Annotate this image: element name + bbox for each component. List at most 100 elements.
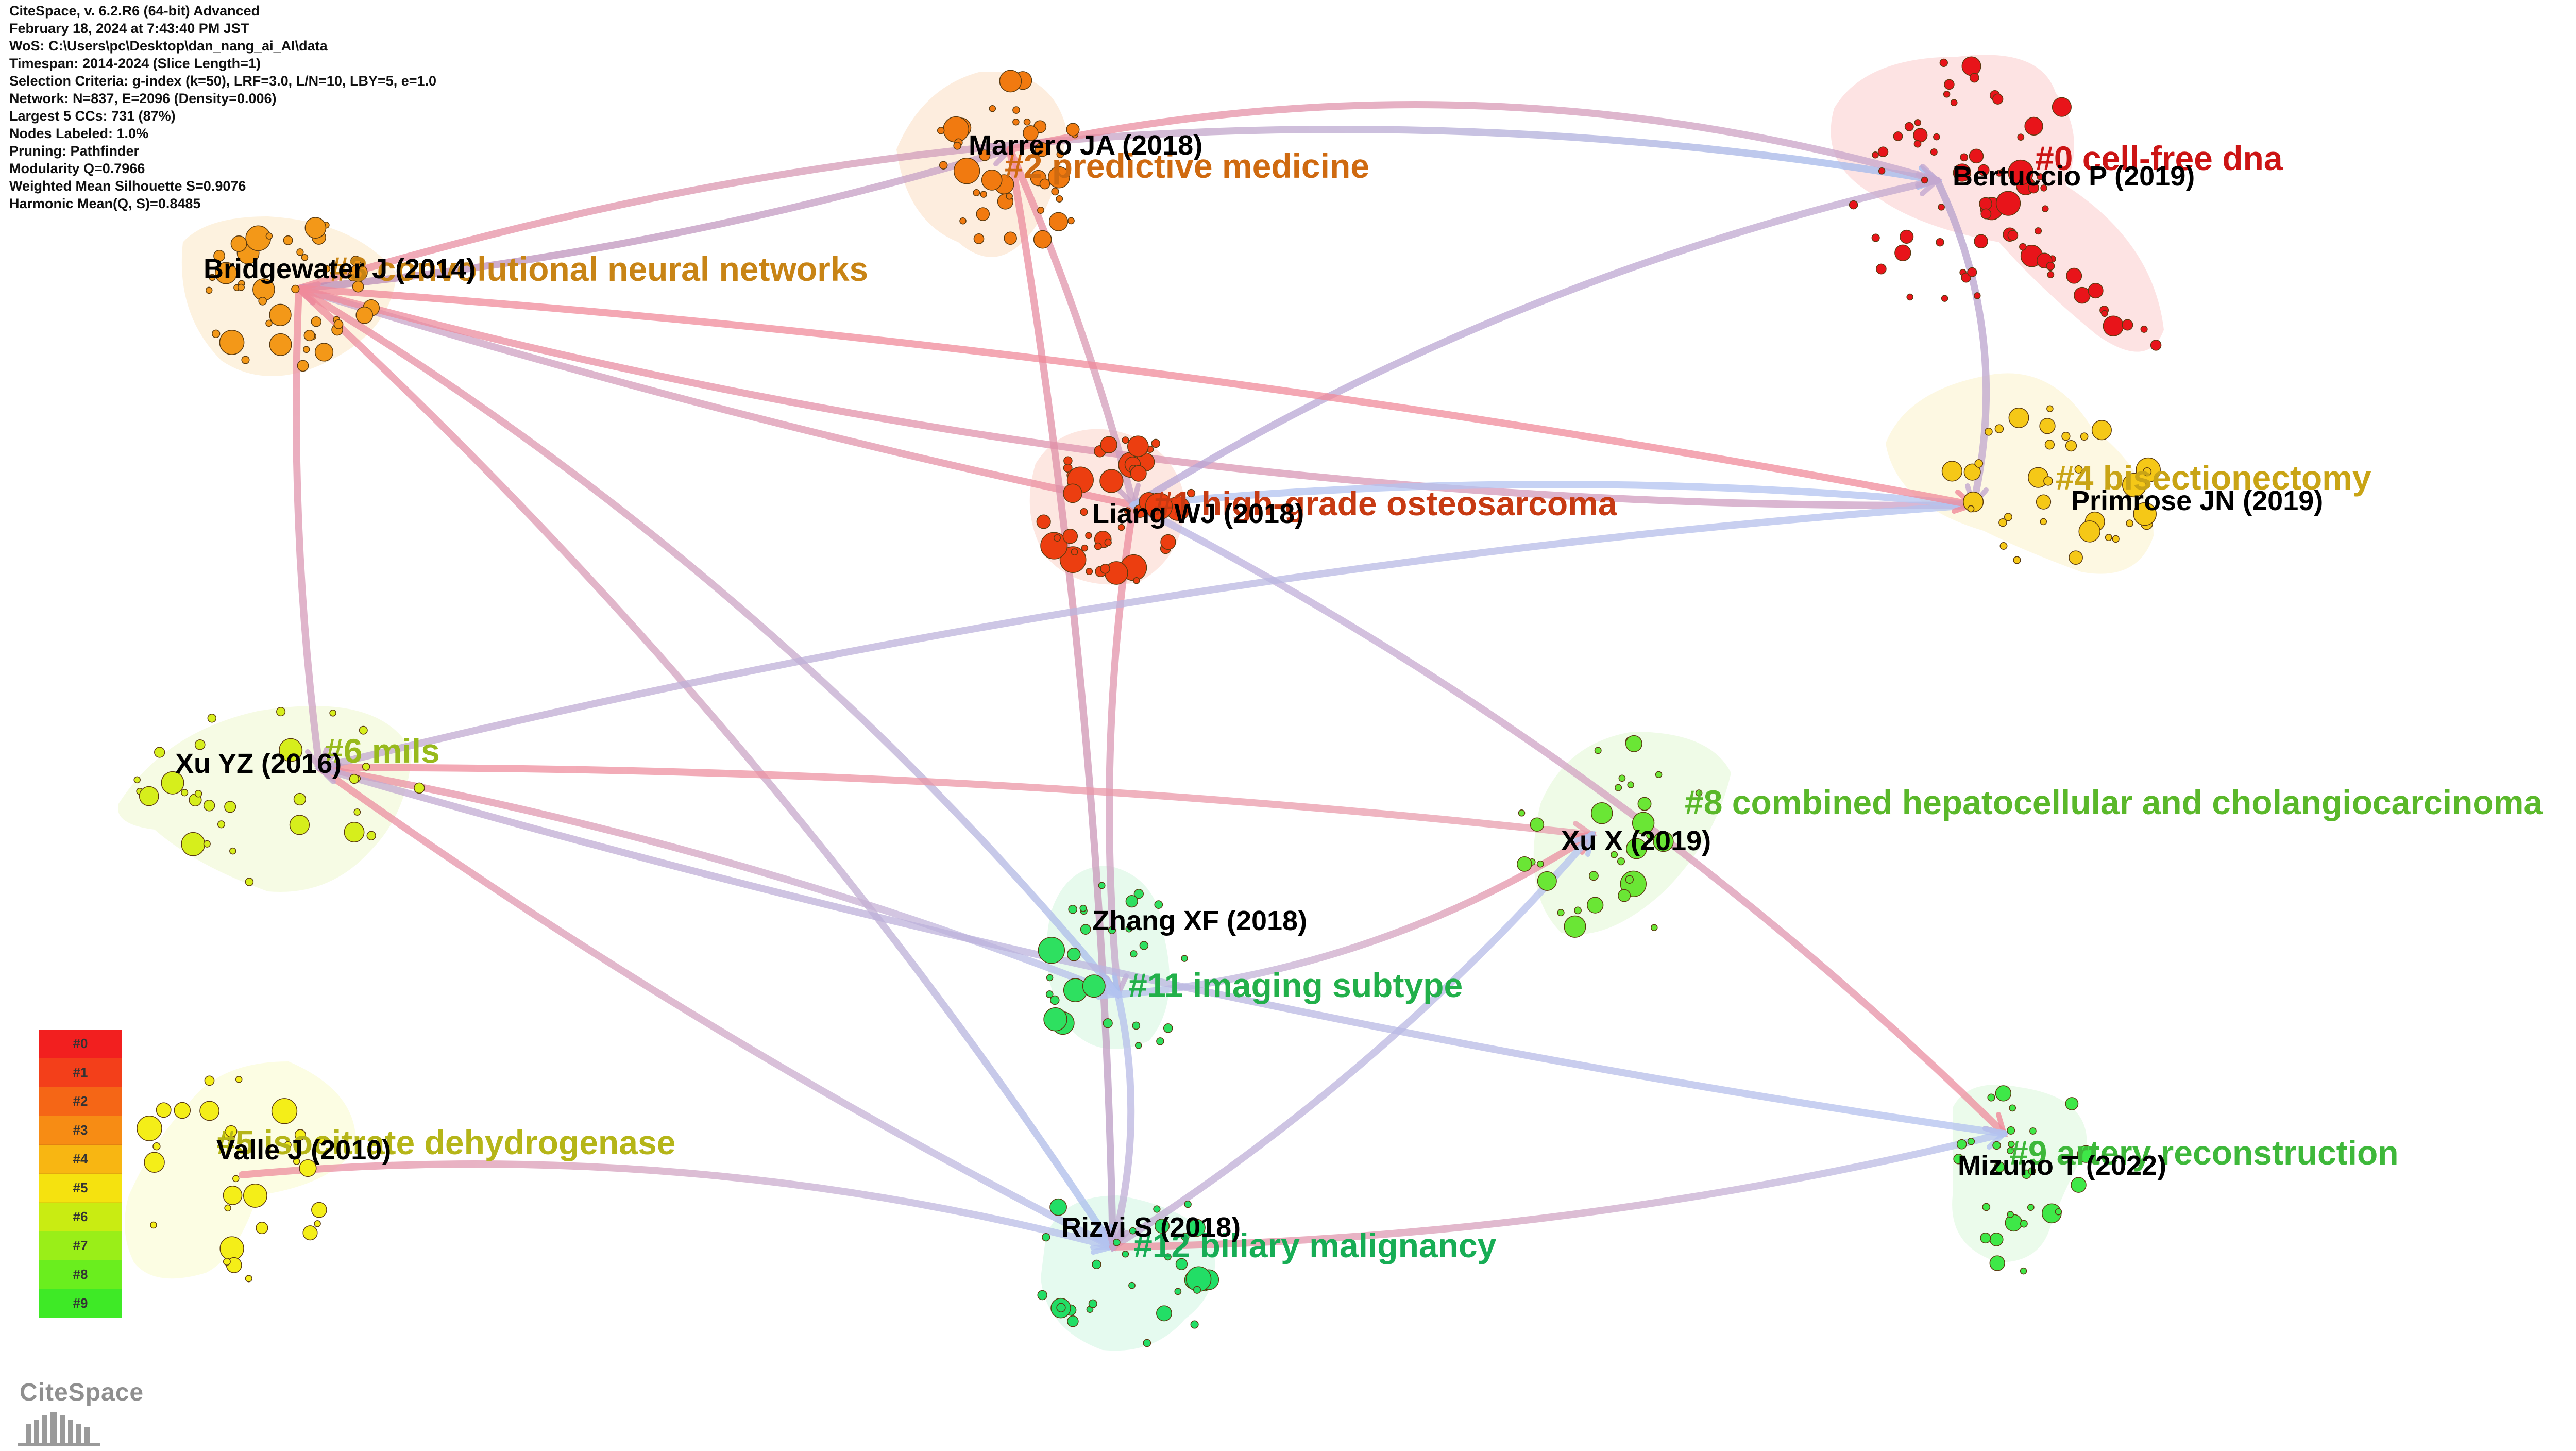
reference-node[interactable] xyxy=(1048,166,1070,189)
reference-node[interactable] xyxy=(1950,99,1958,107)
reference-node[interactable] xyxy=(1125,895,1138,908)
reference-node[interactable] xyxy=(362,763,370,771)
reference-node[interactable] xyxy=(1943,91,1951,98)
reference-node[interactable] xyxy=(232,1175,240,1183)
reference-node[interactable] xyxy=(1151,438,1160,448)
reference-node[interactable] xyxy=(229,847,236,855)
reference-node[interactable] xyxy=(329,710,336,717)
reference-node[interactable] xyxy=(1989,1255,2005,1271)
reference-node[interactable] xyxy=(1871,233,1880,242)
reference-node[interactable] xyxy=(2061,432,2071,441)
reference-author-label[interactable]: Primrose JN (2019) xyxy=(2071,485,2323,516)
reference-node[interactable] xyxy=(2019,243,2027,251)
reference-node[interactable] xyxy=(1941,461,1963,482)
reference-node[interactable] xyxy=(174,1102,191,1119)
reference-node[interactable] xyxy=(1068,904,1078,914)
reference-node[interactable] xyxy=(213,250,226,262)
reference-node[interactable] xyxy=(203,800,215,812)
reference-node[interactable] xyxy=(1992,93,2004,105)
reference-node[interactable] xyxy=(1043,1007,1067,1032)
reference-node[interactable] xyxy=(1193,1286,1201,1294)
reference-node[interactable] xyxy=(2029,1127,2037,1135)
reference-node[interactable] xyxy=(1974,459,1984,468)
reference-node[interactable] xyxy=(1100,436,1117,453)
reference-node[interactable] xyxy=(1117,524,1125,531)
reference-node[interactable] xyxy=(1154,1218,1170,1234)
reference-node[interactable] xyxy=(349,773,360,784)
reference-node[interactable] xyxy=(2078,520,2100,543)
reference-node[interactable] xyxy=(2133,502,2157,526)
reference-node[interactable] xyxy=(1530,817,1545,832)
reference-node[interactable] xyxy=(1875,263,1887,275)
reference-node[interactable] xyxy=(939,161,948,170)
reference-node[interactable] xyxy=(1617,857,1625,866)
reference-node[interactable] xyxy=(2037,173,2044,180)
reference-node[interactable] xyxy=(1974,292,1981,299)
reference-node[interactable] xyxy=(2122,319,2133,331)
reference-node[interactable] xyxy=(1156,1037,1164,1045)
reference-node[interactable] xyxy=(1088,1299,1097,1308)
reference-node[interactable] xyxy=(1655,771,1663,779)
reference-node[interactable] xyxy=(355,306,374,324)
reference-node[interactable] xyxy=(297,360,309,372)
reference-author-label[interactable]: Xu YZ (2016) xyxy=(175,748,342,779)
reference-node[interactable] xyxy=(2103,315,2124,336)
reference-node[interactable] xyxy=(1113,1238,1121,1246)
reference-node[interactable] xyxy=(317,1137,325,1144)
reference-node[interactable] xyxy=(279,738,303,762)
reference-node[interactable] xyxy=(1906,293,1913,301)
reference-node[interactable] xyxy=(1994,424,2004,433)
reference-node[interactable] xyxy=(2020,1220,2028,1228)
reference-node[interactable] xyxy=(156,1102,172,1118)
reference-node[interactable] xyxy=(953,142,961,150)
reference-node[interactable] xyxy=(1174,1288,1182,1295)
reference-node[interactable] xyxy=(2071,1177,2087,1193)
reference-node[interactable] xyxy=(1564,915,1586,938)
reference-node[interactable] xyxy=(1066,123,1080,137)
reference-node[interactable] xyxy=(1100,564,1110,574)
reference-node[interactable] xyxy=(223,1258,231,1266)
reference-node[interactable] xyxy=(1128,1281,1136,1289)
reference-node[interactable] xyxy=(1987,1093,1995,1102)
reference-node[interactable] xyxy=(269,303,292,326)
reference-node[interactable] xyxy=(1181,955,1188,962)
reference-node[interactable] xyxy=(219,1236,244,1261)
reference-node[interactable] xyxy=(1049,1198,1067,1216)
reference-node[interactable] xyxy=(1190,1320,1199,1329)
reference-node[interactable] xyxy=(1967,1138,1975,1145)
reference-node[interactable] xyxy=(2039,418,2056,434)
reference-node[interactable] xyxy=(1067,217,1075,225)
reference-node[interactable] xyxy=(224,1204,231,1212)
reference-node[interactable] xyxy=(1108,926,1116,935)
reference-node[interactable] xyxy=(1139,941,1149,950)
reference-node[interactable] xyxy=(1037,1290,1047,1301)
reference-node[interactable] xyxy=(1995,170,2003,177)
reference-node[interactable] xyxy=(225,1125,238,1138)
reference-node[interactable] xyxy=(1056,150,1064,158)
reference-node[interactable] xyxy=(1040,532,1068,560)
reference-node[interactable] xyxy=(1517,856,1532,872)
reference-node[interactable] xyxy=(1023,125,1039,141)
reference-node[interactable] xyxy=(302,1225,318,1241)
reference-node[interactable] xyxy=(1033,230,1052,249)
reference-node[interactable] xyxy=(1625,735,1642,752)
reference-node[interactable] xyxy=(1625,875,1634,884)
reference-node[interactable] xyxy=(1989,1232,2004,1246)
reference-node[interactable] xyxy=(314,343,334,362)
reference-node[interactable] xyxy=(2046,262,2055,271)
reference-node[interactable] xyxy=(1012,106,1020,114)
reference-node[interactable] xyxy=(1085,532,1092,539)
reference-node[interactable] xyxy=(1103,1018,1113,1028)
reference-node[interactable] xyxy=(1913,140,1922,148)
reference-node[interactable] xyxy=(959,217,967,225)
reference-node[interactable] xyxy=(1133,889,1144,899)
reference-node[interactable] xyxy=(1695,789,1703,797)
reference-node[interactable] xyxy=(973,233,985,244)
reference-node[interactable] xyxy=(245,1275,252,1283)
reference-node[interactable] xyxy=(1913,128,1928,143)
reference-node[interactable] xyxy=(243,1183,267,1208)
reference-node[interactable] xyxy=(1626,838,1647,859)
reference-node[interactable] xyxy=(1969,148,1984,164)
reference-node[interactable] xyxy=(209,274,216,281)
reference-node[interactable] xyxy=(989,105,996,112)
